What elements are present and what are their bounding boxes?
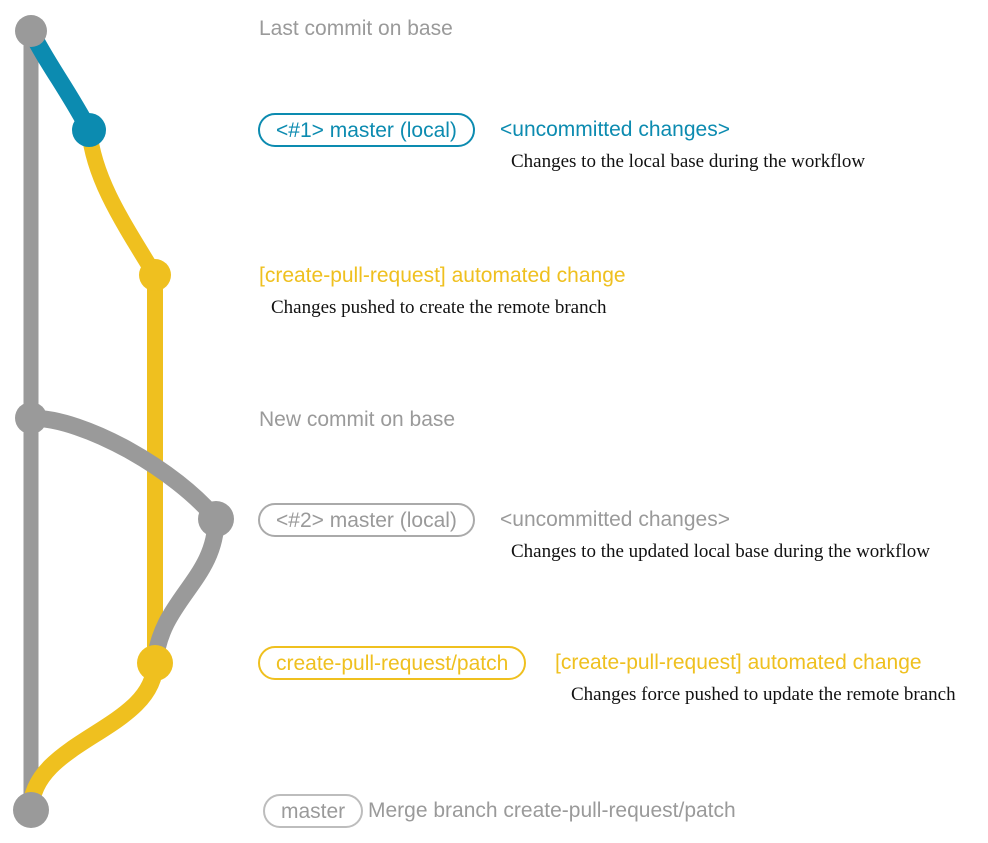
commit-subject-new-commit-on-base: New commit on base [259, 408, 456, 431]
commit-subject-automated-change-2: [create-pull-request] automated change [555, 651, 922, 674]
commit-subject-uncommitted-changes-1: <uncommitted changes> [500, 118, 730, 141]
merge-line [22, 654, 164, 819]
commit-subject-merge-branch: Merge branch create-pull-request/patch [368, 799, 736, 822]
branch-badge-master[interactable]: master [263, 794, 364, 828]
commit-node-automated-1 [139, 259, 171, 291]
commit-node-base-last [15, 15, 47, 47]
branch-badge-master-local-1[interactable]: <#1> master (local) [258, 113, 475, 147]
commit-node-local-1 [72, 113, 106, 147]
commit-note-local-changes-2: Changes to the updated local base during… [511, 541, 930, 562]
commit-node-local-2 [198, 501, 234, 537]
remote-branch-line-1 [81, 122, 163, 283]
branch-badge-master-local-2[interactable]: <#2> master (local) [258, 503, 475, 537]
commit-node-automated-2 [137, 645, 173, 681]
local-branch-line-1 [22, 22, 98, 139]
commit-subject-last-commit-on-base: Last commit on base [259, 17, 453, 40]
commit-note-automated-change-1: Changes pushed to create the remote bran… [271, 297, 607, 318]
branch-badge-create-pull-request-patch[interactable]: create-pull-request/patch [258, 646, 527, 680]
commit-note-local-changes-1: Changes to the local base during the wor… [511, 151, 866, 172]
commit-subject-uncommitted-changes-2: <uncommitted changes> [500, 508, 730, 531]
commit-note-automated-change-2: Changes force pushed to update the remot… [571, 684, 956, 705]
commit-subject-automated-change-1: [create-pull-request] automated change [259, 264, 626, 287]
local-branch-line-2 [22, 409, 225, 528]
local-to-remote-line-2 [146, 510, 225, 672]
commit-node-base-new [15, 402, 47, 434]
commit-node-merge [13, 792, 49, 828]
